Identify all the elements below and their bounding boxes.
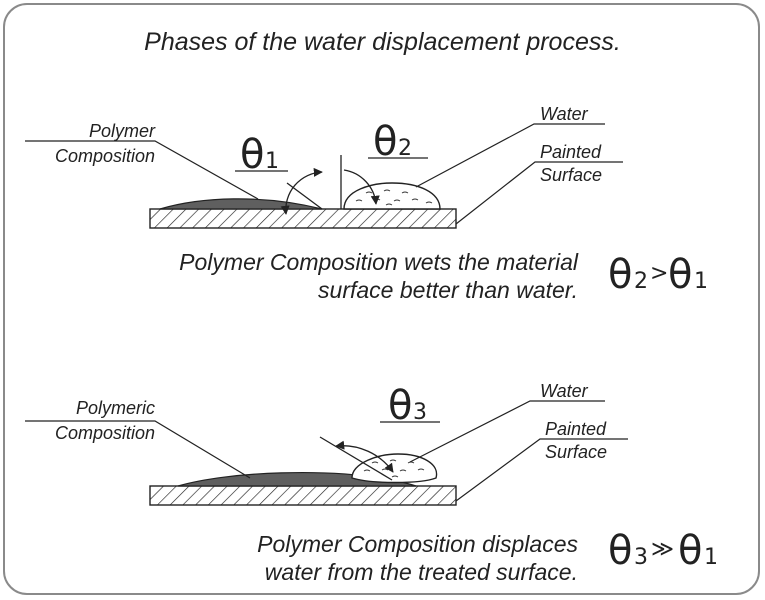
polymer-film-1: [159, 198, 323, 210]
figure-frame: [3, 3, 760, 595]
leader-lines-1: [25, 123, 623, 225]
theta-3-angle-arc: [319, 436, 394, 481]
diagram-title: Phases of the water displacement process…: [144, 28, 621, 56]
panel-2: Polymeric Composition Water Painted Surf…: [25, 381, 718, 574]
relation-2-right-symbol: θ: [678, 528, 702, 574]
relation-1-right-subscript: 1: [694, 269, 708, 294]
polymer-label-line1: Polymer: [89, 121, 156, 141]
painted-surface-label-line2: Surface: [540, 165, 602, 185]
theta-1-symbol: θ: [240, 132, 264, 178]
caption-2: Polymer Composition displaces water from…: [90, 530, 578, 586]
theta-2-symbol: θ: [373, 119, 397, 165]
relation-1-left-subscript: 2: [634, 269, 648, 294]
painted-surface-label-line1: Painted: [540, 142, 602, 162]
relation-1-right-symbol: θ: [668, 252, 692, 298]
relation-1-operator: >: [650, 261, 668, 286]
relation-2-operator: ≫: [651, 537, 674, 562]
theta-3-symbol: θ: [388, 383, 412, 429]
water-droplet-2: [351, 453, 438, 484]
painted-surface-substrate-2: [149, 485, 457, 506]
caption-2-line2: water from the treated surface.: [264, 559, 578, 585]
painted-surface-label-2-line1: Painted: [545, 419, 607, 439]
painted-surface-substrate-1: [149, 208, 457, 229]
theta-1-subscript: 1: [265, 149, 279, 174]
panel-1: Polymer Composition Water Painted Surfac…: [25, 104, 708, 298]
relation-2-right-subscript: 1: [704, 545, 718, 570]
polymeric-label-line2: Composition: [55, 423, 155, 443]
relation-2-left-symbol: θ: [608, 528, 632, 574]
theta-2-subscript: 2: [398, 136, 412, 161]
water-label-2: Water: [540, 381, 589, 401]
caption-1-line2: surface better than water.: [318, 277, 578, 303]
water-droplet-1: [343, 182, 441, 210]
theta-1-angle-arc: [280, 167, 323, 215]
theta-2-angle-arc: [340, 155, 380, 209]
relation-2-left-subscript: 3: [634, 545, 648, 570]
caption-2-line1: Polymer Composition displaces: [257, 531, 578, 557]
theta-3-subscript: 3: [413, 400, 427, 425]
water-label: Water: [540, 104, 589, 124]
polymer-label-line2: Composition: [55, 146, 155, 166]
painted-surface-label-2-line2: Surface: [545, 442, 607, 462]
polymeric-label-line1: Polymeric: [76, 398, 155, 418]
relation-1-left-symbol: θ: [608, 252, 632, 298]
caption-1: Polymer Composition wets the material su…: [90, 248, 578, 304]
leader-lines-2: [25, 400, 628, 502]
caption-1-line1: Polymer Composition wets the material: [179, 249, 578, 275]
